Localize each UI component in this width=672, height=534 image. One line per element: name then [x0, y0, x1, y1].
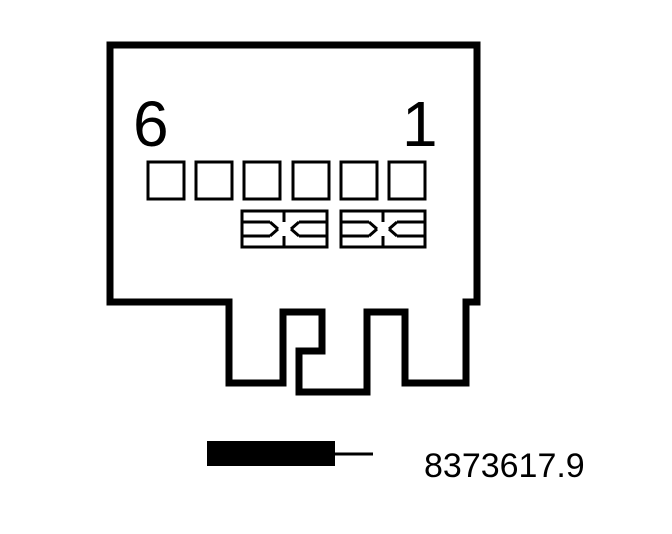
cavity-2 [339, 160, 379, 201]
pin-label-1: 1 [402, 88, 438, 160]
cavity-5 [194, 160, 234, 201]
seal-right [339, 209, 427, 249]
wire-insulation [207, 441, 335, 466]
pin-label-6: 6 [133, 88, 169, 160]
seal-left [240, 209, 329, 249]
wire-symbol [207, 441, 373, 466]
cavity-3 [291, 160, 331, 201]
cavity-4 [242, 160, 282, 201]
part-number: 8373617.9 [424, 447, 585, 485]
connector-housing [106, 41, 481, 396]
cavity-1 [387, 160, 427, 201]
terminal-cavities [146, 160, 427, 201]
cavity-6 [146, 160, 186, 201]
